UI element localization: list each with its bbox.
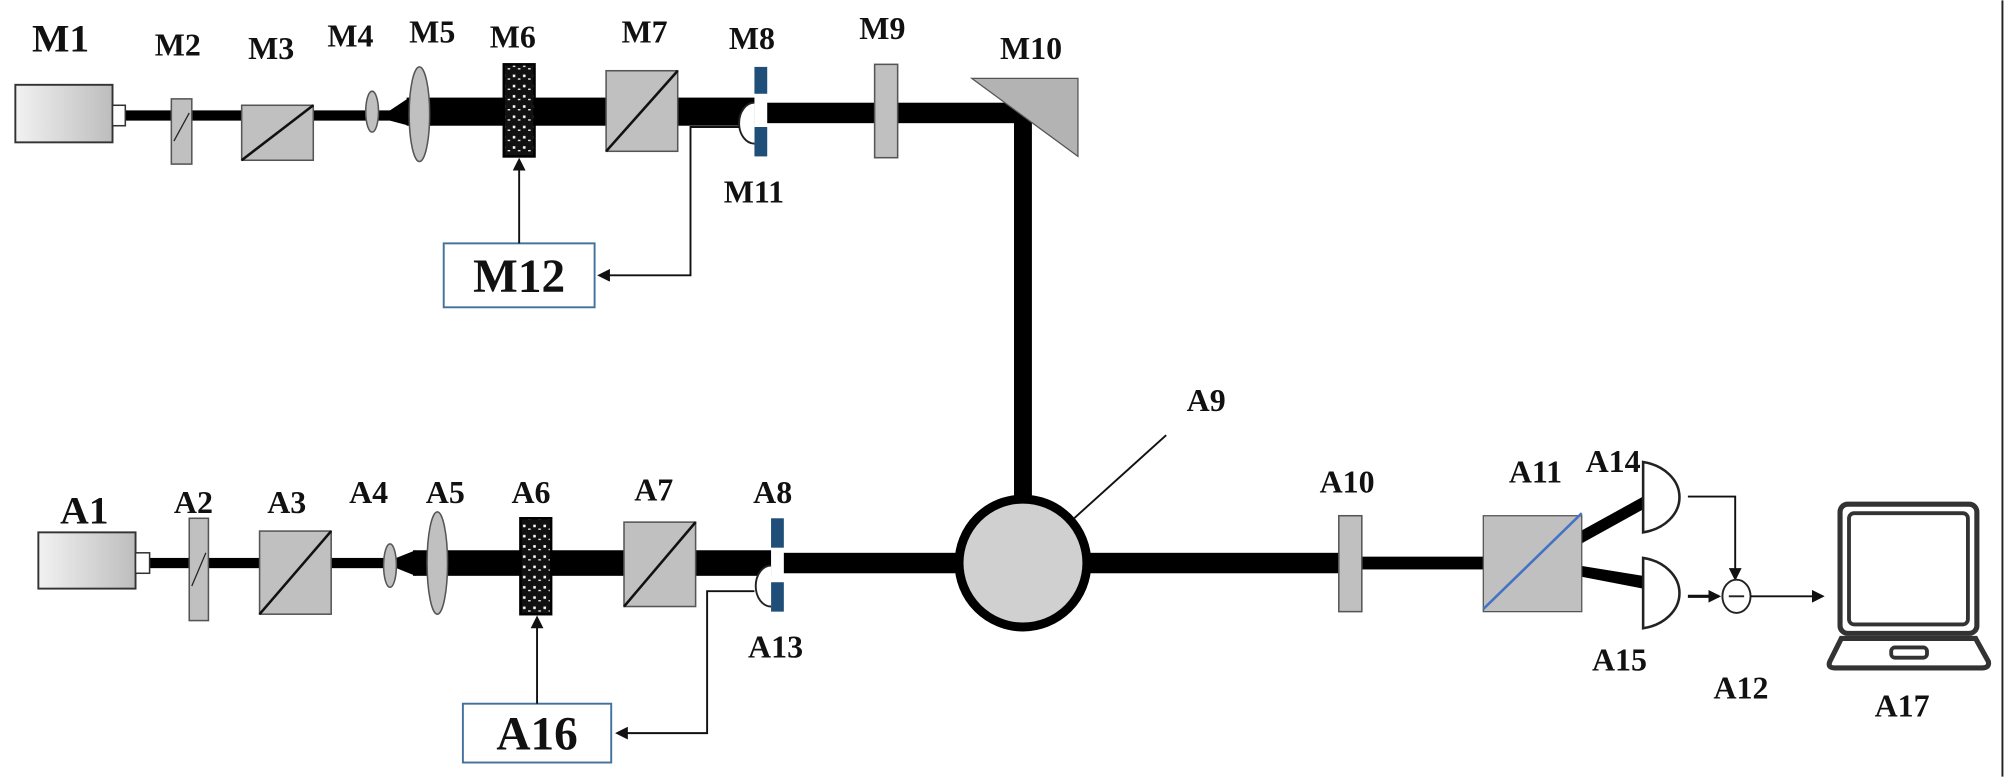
modulator-a6 bbox=[520, 518, 551, 614]
label-a14: A14 bbox=[1586, 444, 1641, 479]
beam-thick-top bbox=[407, 98, 755, 126]
label-m4: M4 bbox=[327, 18, 373, 53]
lens-a4 bbox=[384, 544, 397, 587]
label-a17: A17 bbox=[1875, 688, 1930, 723]
beam-thick-bottom bbox=[413, 550, 771, 576]
beam-after-aperture-top bbox=[767, 103, 1030, 123]
label-m11: M11 bbox=[724, 174, 784, 209]
laptop-icon bbox=[1829, 504, 1988, 668]
laser-aperture-m1 bbox=[113, 105, 126, 125]
label-a13: A13 bbox=[748, 630, 803, 665]
aperture-m8-top bbox=[754, 67, 767, 94]
label-a15: A15 bbox=[1592, 642, 1647, 677]
beam-expander-taper-bottom bbox=[396, 550, 415, 576]
signal-line-a14-to-a12 bbox=[1688, 497, 1735, 579]
label-a6: A6 bbox=[511, 475, 550, 510]
label-a3: A3 bbox=[267, 485, 306, 520]
aperture-a8-bottom bbox=[771, 582, 784, 611]
label-m12: M12 bbox=[473, 251, 565, 303]
label-a5: A5 bbox=[426, 475, 465, 510]
label-a12: A12 bbox=[1713, 671, 1768, 706]
lens-m5 bbox=[409, 67, 429, 162]
label-m7: M7 bbox=[621, 15, 667, 50]
label-a11: A11 bbox=[1509, 454, 1562, 489]
bottom-arm: A1 A2 A3 A4 A5 A6 A7 A8 A9 A10 A11 A12 A… bbox=[38, 383, 1988, 763]
detector-a14 bbox=[1643, 462, 1679, 532]
label-m1: M1 bbox=[32, 17, 89, 61]
coupler-a9 bbox=[959, 499, 1087, 627]
waveplate-m2 bbox=[171, 99, 191, 164]
feedback-line-a13-to-a16 bbox=[618, 591, 755, 733]
label-m2: M2 bbox=[155, 27, 201, 62]
subtractor-icon bbox=[1722, 580, 1750, 613]
label-a2: A2 bbox=[174, 485, 213, 520]
laser-source-m1 bbox=[15, 85, 112, 143]
label-m10: M10 bbox=[1000, 31, 1062, 66]
lens-m4 bbox=[366, 91, 379, 132]
label-a16: A16 bbox=[496, 709, 577, 761]
lens-a5 bbox=[427, 512, 447, 614]
beam-vertical bbox=[1014, 110, 1032, 501]
label-a10: A10 bbox=[1320, 465, 1375, 500]
label-m6: M6 bbox=[490, 20, 536, 55]
label-m5: M5 bbox=[409, 15, 455, 50]
laser-aperture-a1 bbox=[136, 553, 150, 573]
leader-line-a9 bbox=[1074, 435, 1166, 518]
top-arm: M1 M2 M3 M4 M5 M6 M7 M8 M9 M10 M11 M12 bbox=[15, 11, 1078, 502]
label-a8: A8 bbox=[753, 475, 792, 510]
label-m8: M8 bbox=[729, 21, 775, 56]
label-m3: M3 bbox=[248, 31, 294, 66]
waveplate-a10 bbox=[1339, 516, 1362, 612]
beam-expander-taper-top bbox=[390, 98, 409, 126]
label-a4: A4 bbox=[349, 475, 388, 510]
label-m9: M9 bbox=[859, 11, 905, 46]
label-a9: A9 bbox=[1187, 383, 1226, 418]
label-a1: A1 bbox=[60, 488, 108, 532]
beam-after-aperture-bottom bbox=[784, 553, 963, 573]
detector-a15 bbox=[1643, 558, 1679, 628]
beam-after-coupler bbox=[1084, 553, 1342, 573]
waveplate-m9 bbox=[875, 64, 898, 157]
aperture-a8-top bbox=[771, 518, 784, 547]
laser-source-a1 bbox=[38, 532, 135, 588]
beamsplitter-a11 bbox=[1483, 516, 1581, 612]
modulator-m6 bbox=[504, 64, 535, 156]
label-a7: A7 bbox=[634, 472, 673, 507]
aperture-m8-bottom bbox=[754, 127, 767, 156]
